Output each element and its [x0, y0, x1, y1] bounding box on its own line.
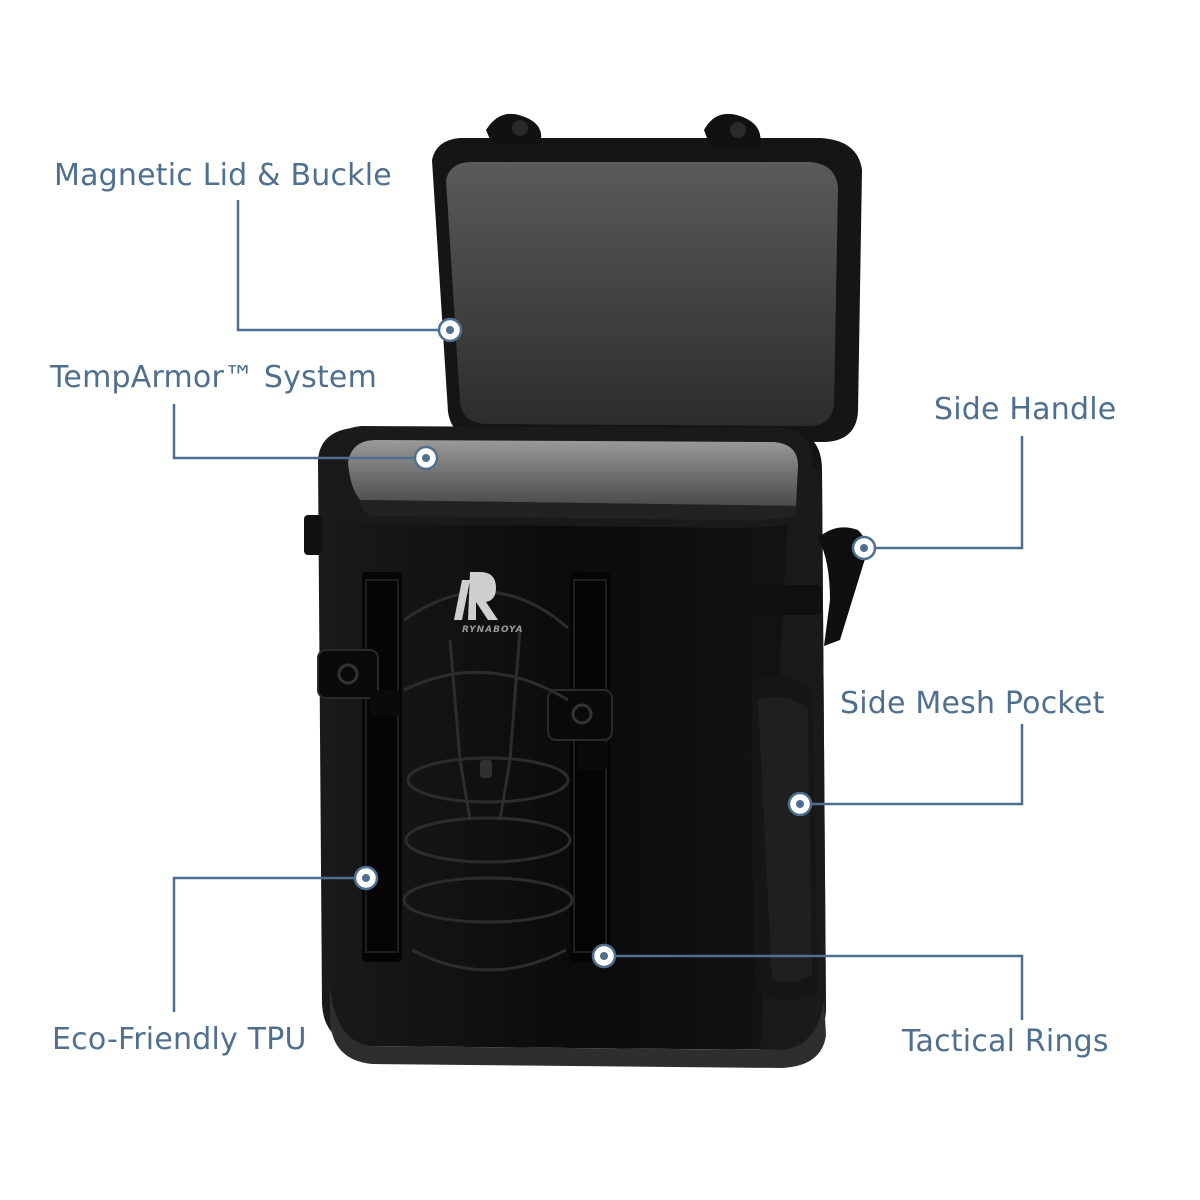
- marker-temparmor: [413, 445, 439, 471]
- callout-label-eco-friendly-tpu: Eco-Friendly TPU: [52, 1022, 307, 1057]
- lid: [432, 113, 862, 442]
- callout-label-magnetic-lid: Magnetic Lid & Buckle: [54, 158, 392, 193]
- callout-lines: [172, 200, 1024, 1020]
- callout-markers: [353, 317, 877, 969]
- callout-label-temparmor: TempArmor™ System: [50, 360, 377, 395]
- callout-label-side-mesh-pocket: Side Mesh Pocket: [840, 686, 1105, 721]
- callout-label-side-handle: Side Handle: [934, 392, 1117, 427]
- brand-logo-text: RYNABOYA: [462, 625, 524, 635]
- left-buckle: [317, 649, 400, 716]
- callout-label-tactical-rings: Tactical Rings: [902, 1024, 1109, 1059]
- cooler-body: [304, 426, 867, 1068]
- right-buckle: [547, 689, 613, 770]
- marker-eco-friendly-tpu: [353, 865, 379, 891]
- marker-magnetic-lid: [437, 317, 463, 343]
- marker-side-mesh-pocket: [787, 791, 813, 817]
- marker-side-handle: [851, 535, 877, 561]
- marker-tactical-rings: [591, 943, 617, 969]
- brand-logo: [454, 572, 498, 620]
